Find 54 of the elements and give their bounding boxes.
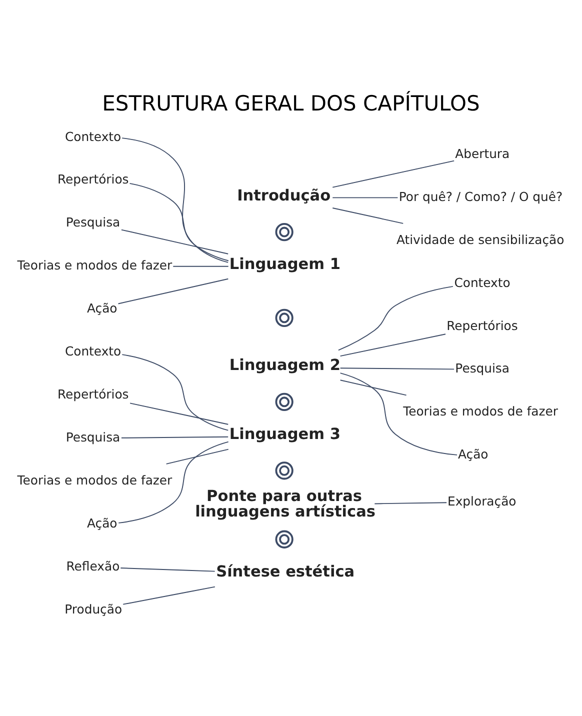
node-text: Pesquisa <box>66 428 120 444</box>
node-circle <box>275 308 294 326</box>
node-text: Contexto <box>454 274 510 290</box>
connector <box>332 196 398 198</box>
node-text: Pesquisa <box>455 360 510 376</box>
node-text: Ação <box>458 446 488 462</box>
connector <box>120 228 229 254</box>
connector <box>122 586 216 604</box>
node-circle <box>275 530 294 548</box>
connector <box>118 278 229 304</box>
connector <box>122 354 229 430</box>
connector <box>374 502 448 504</box>
node-text: Repertórios <box>57 171 129 186</box>
connector <box>120 567 216 572</box>
connector <box>120 436 229 438</box>
node-text: Teorias e modos de fazer <box>17 472 172 487</box>
node-circle <box>275 222 294 241</box>
connector <box>122 137 229 262</box>
node-text: Abertura <box>455 145 510 160</box>
node-text: Exploração <box>448 492 516 508</box>
connector <box>166 448 229 464</box>
connector <box>332 160 455 188</box>
node-text: Linguagem 3 <box>229 424 340 442</box>
node-text: Linguagem 1 <box>229 254 340 273</box>
connector <box>130 402 229 424</box>
node-text: Contexto <box>64 343 122 358</box>
connector <box>338 285 454 350</box>
node-text: Por quê? / Como? / O quê? <box>398 188 563 204</box>
node-text: Teorias e modos de fazer <box>403 403 558 418</box>
connector <box>340 333 446 356</box>
connector <box>172 265 229 266</box>
connector <box>332 207 404 224</box>
node-text: Produção <box>64 600 122 616</box>
node-text: Reflexão <box>66 558 120 573</box>
connector <box>129 182 229 261</box>
node-text: Linguagem 2 <box>229 356 340 374</box>
node-text: Pesquisa <box>66 214 120 230</box>
node-text: Síntese estética <box>216 562 355 580</box>
node-text: Atividade de sensibilização <box>396 231 564 246</box>
node-text: Repertórios <box>57 386 129 401</box>
diagram-title: ESTRUTURA GERAL DOS CAPÍTULOS <box>102 90 480 115</box>
node-text: Ação <box>87 514 118 530</box>
node-text: Ponte para outras linguagens artísticas <box>195 486 376 520</box>
node-text: Introdução <box>237 186 331 204</box>
connector <box>340 372 458 455</box>
connector <box>118 440 229 523</box>
node-text: Teorias e modos de fazer <box>17 257 172 272</box>
node-text: Ação <box>87 300 118 316</box>
node-circle <box>275 461 294 480</box>
connector <box>340 367 455 370</box>
node-text: Repertórios <box>446 317 518 332</box>
node-text: Contexto <box>64 128 122 144</box>
connector <box>340 379 407 396</box>
node-circle <box>275 392 294 410</box>
